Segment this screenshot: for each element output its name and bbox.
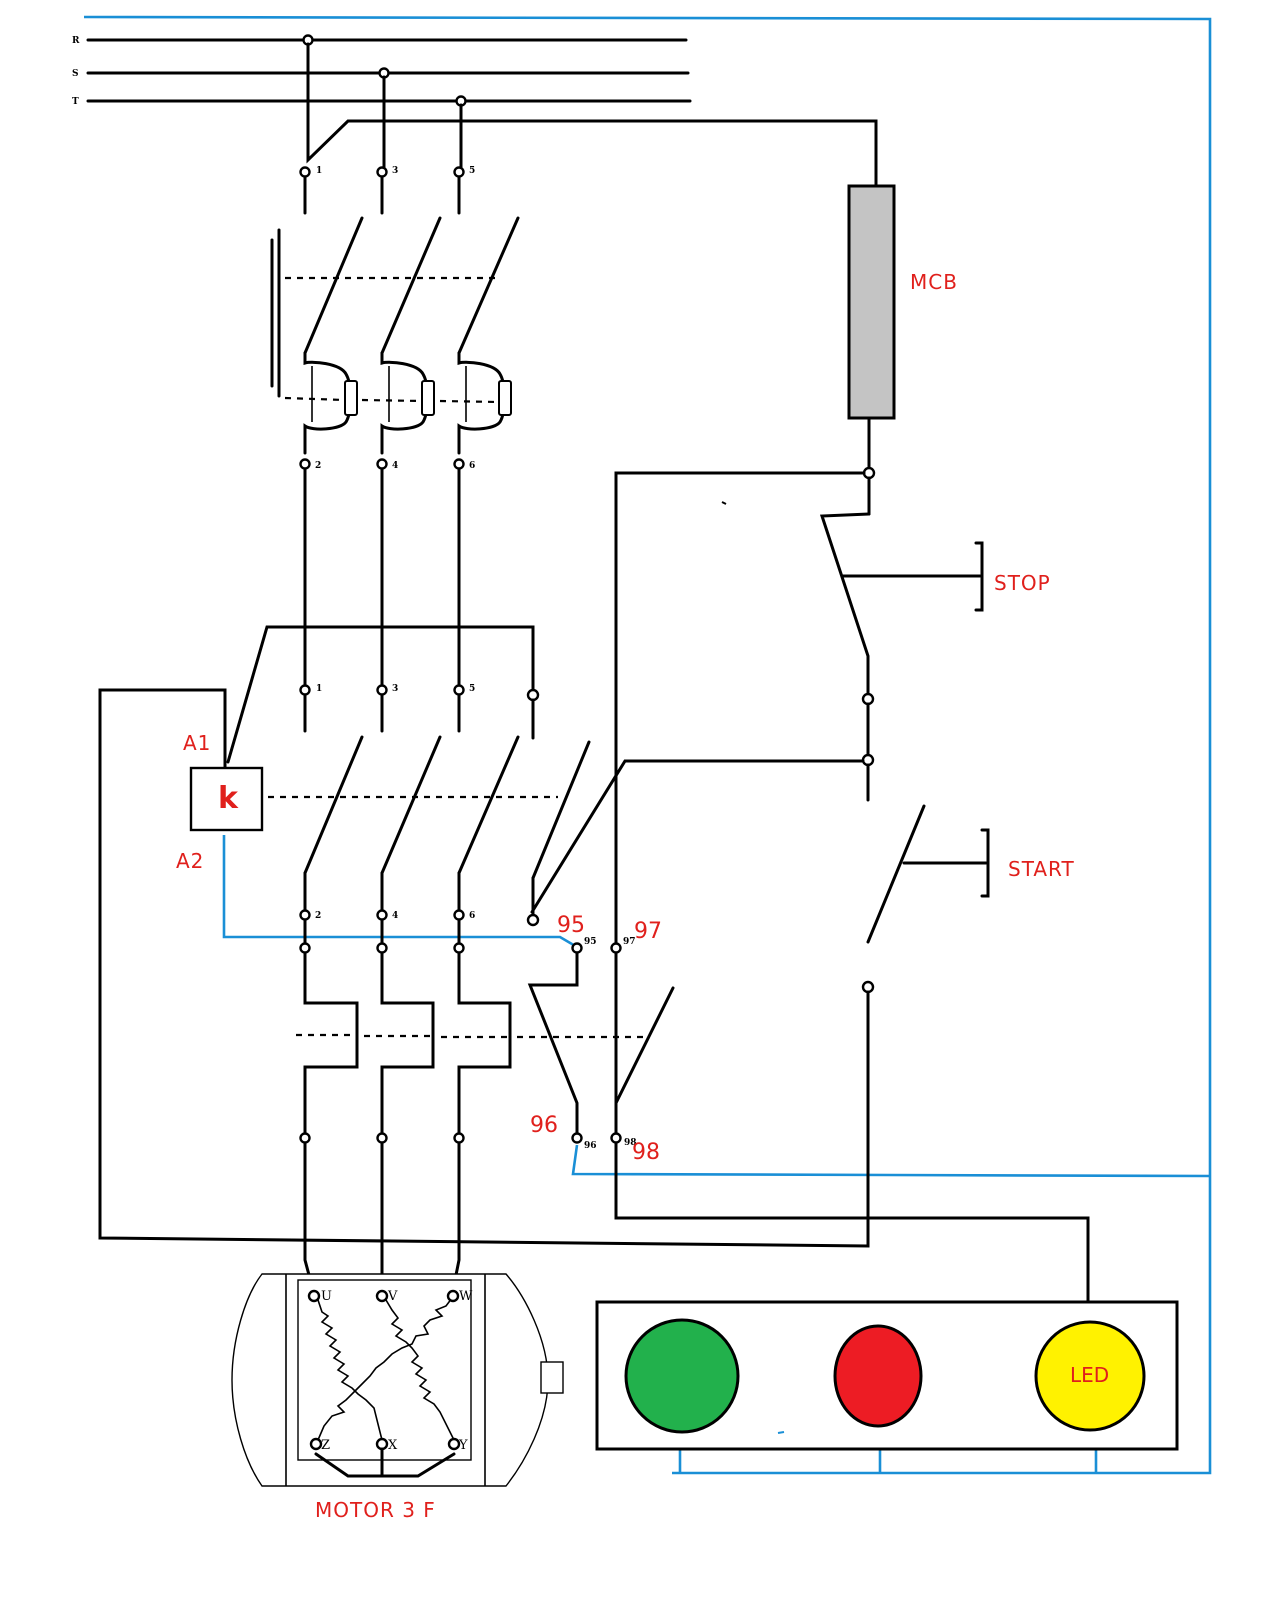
contactor-terminal-5 xyxy=(453,684,465,696)
start-button[interactable]: START xyxy=(866,804,1075,944)
motor-label: MOTOR 3 F xyxy=(315,1498,436,1522)
mccb-out-label-4: 4 xyxy=(392,461,398,471)
motor-u-label: U xyxy=(321,1289,332,1304)
motor-terminal-v xyxy=(375,1289,389,1303)
red-lamp xyxy=(833,1324,923,1428)
mccb-in-label-3: 3 xyxy=(392,166,398,176)
mcb-feed xyxy=(306,42,878,188)
mid-wires xyxy=(226,467,535,764)
ol-small-98: 98 xyxy=(624,1138,637,1148)
overload-terminal-96 xyxy=(571,1132,583,1144)
aux-98-label: 98 xyxy=(632,1140,660,1165)
mccb-terminal-1 xyxy=(299,166,311,178)
mcb: MCB xyxy=(847,184,958,480)
ol-small-96: 96 xyxy=(584,1141,597,1151)
a2-label: A2 xyxy=(176,849,204,873)
contactor-terminal-6 xyxy=(453,909,465,921)
mccb-terminal-6 xyxy=(453,458,465,470)
overload-terminal-97 xyxy=(610,942,622,954)
phase-t-label: T xyxy=(72,97,79,107)
contactor-out-label-6: 6 xyxy=(469,911,475,921)
motor-shaft xyxy=(540,1361,564,1394)
phase-bus: R S T xyxy=(72,34,692,107)
mccb-terminal-3 xyxy=(376,166,388,178)
motor-housing xyxy=(231,1273,549,1487)
main-breaker: 1 3 5 2 xyxy=(270,166,520,471)
contactor-out-label-4: 4 xyxy=(392,911,398,921)
a1-label: A1 xyxy=(183,731,211,755)
phase-r-label: R xyxy=(72,36,80,46)
ol-in-5 xyxy=(453,942,465,954)
motor-terminal-u xyxy=(307,1289,321,1303)
ol-in-3 xyxy=(376,942,388,954)
contactor: 1 3 5 2 4 6 k A1 A2 xyxy=(176,684,591,927)
contactor-out-label-2: 2 xyxy=(315,911,321,921)
mcb-label: MCB xyxy=(910,270,958,294)
mccb-terminal-5 xyxy=(453,166,465,178)
ol-small-95: 95 xyxy=(584,937,597,947)
contactor-in-label-3: 3 xyxy=(392,684,398,694)
ol-in-1 xyxy=(299,942,311,954)
contactor-terminal-3 xyxy=(376,684,388,696)
mccb-out-label-6: 6 xyxy=(469,461,475,471)
control-circuit: STOP START xyxy=(98,471,1090,1324)
stop-button[interactable]: STOP xyxy=(840,541,1051,612)
stop-label: STOP xyxy=(994,571,1051,595)
overload-terminal-95 xyxy=(571,942,583,954)
contactor-aux-terminal-bottom xyxy=(526,913,540,927)
contactor-terminal-2 xyxy=(299,909,311,921)
motor-v-label: V xyxy=(387,1289,398,1304)
overload-relay: 95 97 95 97 96 98 96 98 xyxy=(296,913,675,1220)
mccb-terminal-2 xyxy=(299,458,311,470)
mccb-out-label-2: 2 xyxy=(315,461,321,471)
aux-96-label: 96 xyxy=(530,1113,558,1138)
led-label: LED xyxy=(1070,1363,1109,1387)
blue-control-loop xyxy=(83,15,1212,1475)
start-label: START xyxy=(1008,857,1075,881)
motor: U V W Z X Y MOTOR 3 F xyxy=(231,1141,564,1522)
overload-terminal-98 xyxy=(610,1132,622,1144)
contactor-terminal-4 xyxy=(376,909,388,921)
contactor-in-label-1: 1 xyxy=(316,684,322,694)
thermal-element-1 xyxy=(303,351,358,455)
motor-y-label: Y xyxy=(458,1438,468,1453)
motor-terminal-w xyxy=(446,1289,460,1303)
mccb-in-label-5: 5 xyxy=(469,166,475,176)
ol-out-2 xyxy=(299,1132,311,1144)
contactor-terminal-1 xyxy=(299,684,311,696)
ol-small-97: 97 xyxy=(623,937,636,947)
aux-97-label: 97 xyxy=(634,919,662,944)
motor-w-label: W xyxy=(459,1289,473,1304)
motor-z-label: Z xyxy=(321,1438,330,1453)
motor-terminal-z xyxy=(309,1437,323,1451)
thermal-element-3 xyxy=(457,351,512,455)
mcb-body xyxy=(847,184,896,420)
mccb-terminal-4 xyxy=(376,458,388,470)
phase-s-label: S xyxy=(72,69,79,79)
thermal-element-2 xyxy=(380,351,435,455)
motor-terminal-y xyxy=(447,1437,461,1451)
contactor-in-label-5: 5 xyxy=(469,684,475,694)
ol-out-6 xyxy=(453,1132,465,1144)
yellow-led-lamp xyxy=(1034,1320,1146,1432)
mccb-in-label-1: 1 xyxy=(316,166,322,176)
green-lamp xyxy=(624,1318,740,1434)
contactor-coil: k xyxy=(189,766,264,832)
indicator-panel: LED xyxy=(595,1300,1179,1451)
motor-x-label: X xyxy=(388,1438,398,1453)
coil-label: k xyxy=(218,781,239,816)
aux-95-label: 95 xyxy=(557,913,585,938)
ol-out-4 xyxy=(376,1132,388,1144)
